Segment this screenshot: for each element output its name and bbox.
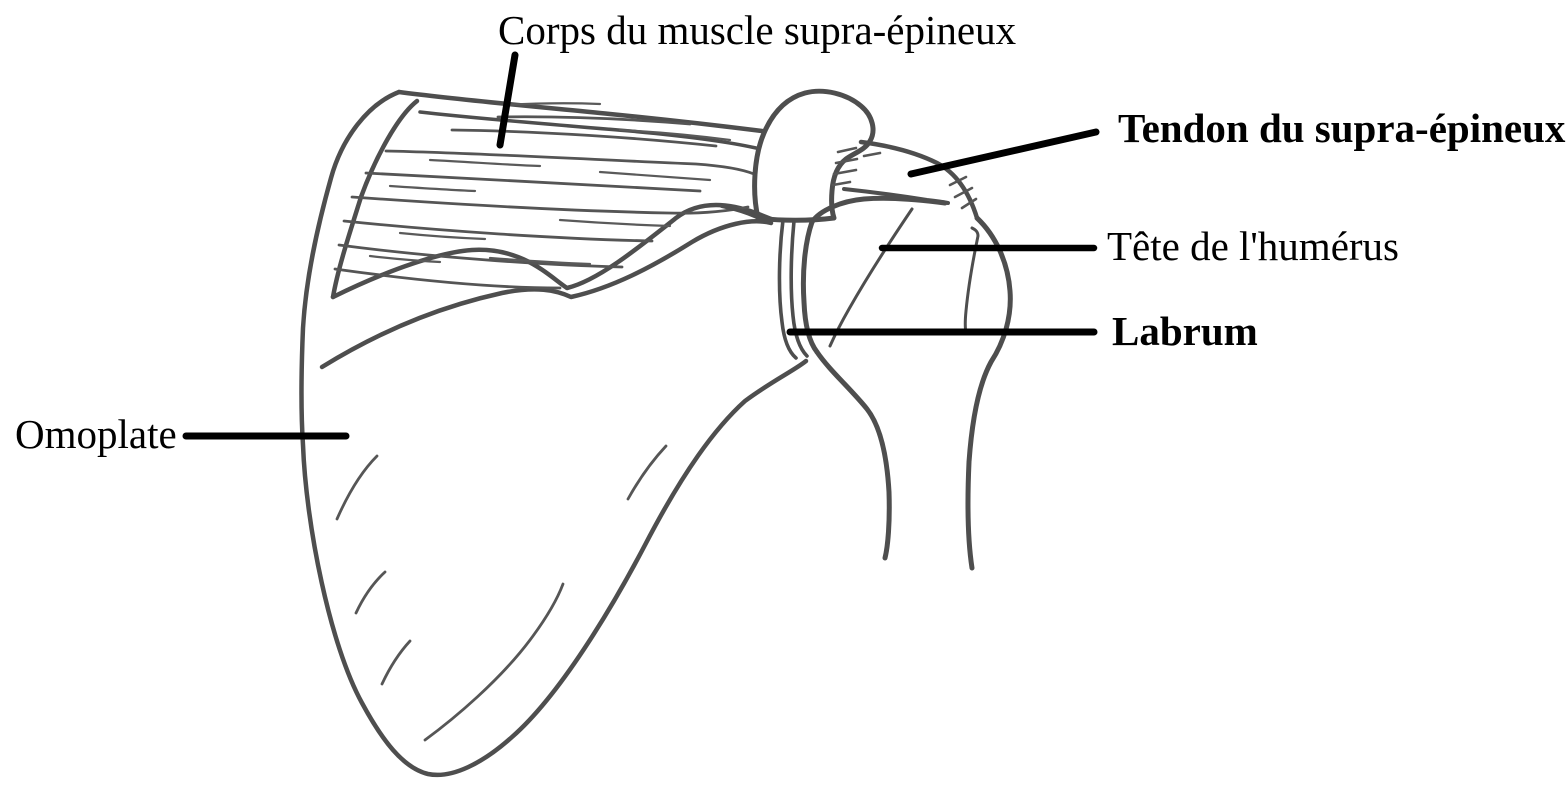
tendon-fiber-hatches — [831, 146, 978, 210]
scapula-outline — [299, 89, 809, 778]
muscle-body-leader-line — [496, 51, 519, 149]
label-humeral-head: Tête de l'humérus — [1107, 223, 1400, 269]
label-scapula: Omoplate — [15, 411, 177, 457]
scapula-hatch-strokes — [335, 444, 668, 742]
humerus-outline — [800, 195, 1013, 571]
labrum-lines — [777, 218, 809, 360]
tendon-leader-line — [907, 128, 1100, 178]
label-labrum: Labrum — [1112, 308, 1258, 354]
label-muscle-body: Corps du muscle supra-épineux — [498, 7, 1017, 53]
humerus-inner-lines — [828, 207, 980, 348]
label-tendon: Tendon du supra-épineux — [1118, 105, 1566, 151]
supraspinatus-tendon — [842, 139, 980, 221]
supraspinatus-muscle-striations — [333, 115, 756, 290]
supraspinatus-muscle-accent-dashes — [368, 102, 732, 266]
acromion-outline — [720, 88, 876, 223]
leader-lines — [182, 51, 1100, 440]
